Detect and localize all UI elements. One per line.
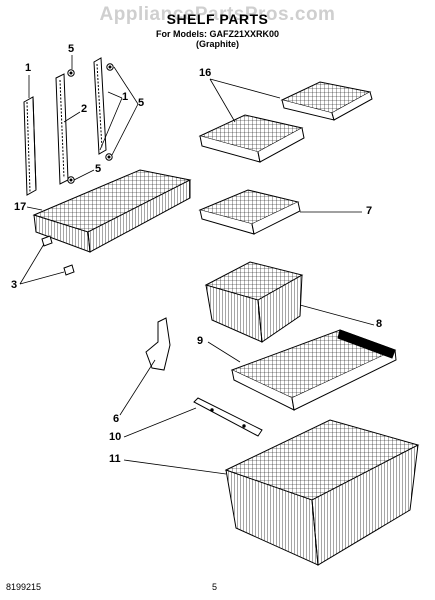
callout-6: 6 (113, 413, 120, 425)
callout-3: 3 (11, 279, 18, 291)
callout-16: 16 (199, 67, 212, 79)
callout-5: 5 (68, 43, 75, 55)
wire-shelf-upper (198, 114, 305, 163)
callout-1: 1 (122, 91, 129, 103)
screw (67, 63, 114, 184)
callout-7: 7 (366, 205, 373, 217)
shelf-rail-left (23, 96, 37, 196)
callout-11: 11 (109, 453, 121, 465)
shelf-slide-rail (193, 397, 263, 437)
callout-17: 17 (14, 201, 27, 213)
watermark: AppliancePartsPros.com (99, 4, 336, 25)
callout-2: 2 (81, 103, 88, 115)
page-title: SHELF PARTS (166, 11, 269, 27)
page-number: 5 (212, 582, 218, 592)
shelf-rail-right (93, 57, 107, 155)
document-number: 8199215 (6, 582, 42, 592)
wire-shelf-middle (198, 189, 301, 235)
wire-basket-large (224, 419, 420, 566)
callout-10: 10 (109, 431, 122, 443)
wire-shelf-large (32, 169, 192, 253)
leader-lines (19, 55, 375, 475)
shelf-support-bracket (145, 317, 171, 371)
model-color: (Graphite) (195, 39, 239, 49)
callout-5: 5 (95, 163, 102, 175)
wire-shelf-lower (230, 329, 397, 411)
callout-9: 9 (197, 335, 204, 347)
shelf-rail-center (55, 73, 69, 185)
wire-shelf-upper (280, 81, 373, 121)
callout-5: 5 (138, 97, 145, 109)
wire-basket-small (204, 261, 304, 343)
shelf-end-cap (41, 235, 75, 276)
callout-8: 8 (376, 318, 383, 330)
callout-1: 1 (25, 62, 32, 74)
model-number: For Models: GAFZ21XXRK00 (155, 29, 280, 39)
